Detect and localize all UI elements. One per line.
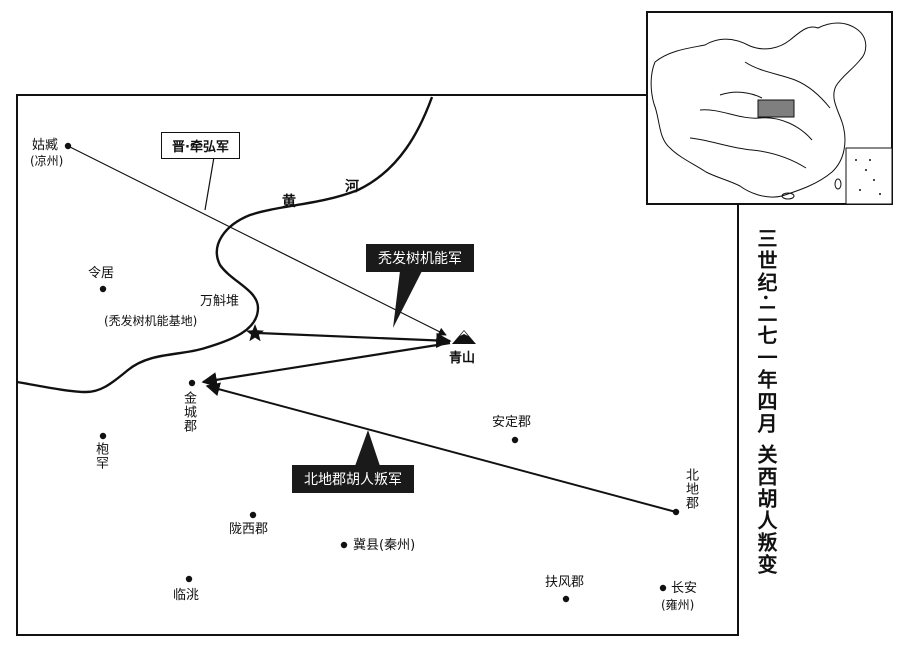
inset-hainan — [781, 192, 795, 200]
yellow-river — [16, 96, 434, 394]
star-icon — [246, 324, 264, 342]
place-wanhudui: 万斛堆 — [200, 294, 240, 309]
mountain-icon — [452, 330, 476, 344]
beidi-rebel-label: 北地郡胡人叛军 — [292, 465, 414, 493]
city-dot — [511, 436, 519, 444]
city-dot — [249, 511, 257, 519]
tufa-army-label: 秃发树机能军 — [366, 244, 474, 272]
city-dot — [340, 541, 348, 549]
inset-south-sea-box — [845, 147, 893, 205]
place-jixian: 冀县(秦州) — [353, 538, 416, 553]
jin-label-pointer — [204, 156, 215, 211]
place-changan: 长安 — [671, 581, 698, 596]
map-title: 三世纪·二七一年四月 关西胡人叛变 — [754, 228, 778, 576]
place-guzang-sub: (凉州) — [30, 154, 64, 168]
place-longxi: 陇西郡 — [229, 522, 269, 537]
place-anding: 安定郡 — [492, 415, 532, 430]
inset-taiwan — [834, 178, 842, 190]
route-tufa-to-jincheng — [201, 341, 451, 388]
city-dot — [99, 285, 107, 293]
jin-army-label: 晋·牵弘军 — [161, 132, 240, 159]
river-label-huang: 黄 — [282, 194, 296, 210]
place-beidi: 北地郡 — [683, 468, 698, 510]
tufa-label-pointer — [393, 271, 422, 328]
place-qingshan: 青山 — [449, 351, 476, 366]
place-baohan: 枹罕 — [93, 442, 108, 470]
place-jincheng: 金城郡 — [181, 391, 196, 433]
river-label-he: 河 — [345, 179, 359, 195]
inset-islands — [855, 159, 881, 195]
place-lintao: 临洮 — [173, 588, 200, 603]
city-dot — [562, 595, 570, 603]
route-beidi-rebels — [205, 382, 677, 513]
place-wanhudui-sub: (秃发树机能基地) — [104, 314, 198, 328]
city-dot — [188, 379, 196, 387]
place-guzang: 姑臧 — [32, 138, 59, 153]
place-lingju: 令居 — [88, 266, 115, 281]
city-dot — [672, 508, 680, 516]
city-dot — [185, 575, 193, 583]
route-jin-army — [67, 145, 447, 336]
city-dot — [64, 142, 72, 150]
map-frame — [16, 94, 739, 636]
beidi-label-pointer — [355, 430, 380, 466]
city-dot — [659, 584, 667, 592]
city-dot — [99, 432, 107, 440]
inset-china-outline — [650, 22, 867, 198]
place-changan-sub: (雍州) — [661, 598, 695, 612]
route-tufa-army — [257, 331, 452, 349]
inset-highlight-region — [757, 99, 795, 118]
place-fufeng: 扶风郡 — [545, 575, 585, 590]
